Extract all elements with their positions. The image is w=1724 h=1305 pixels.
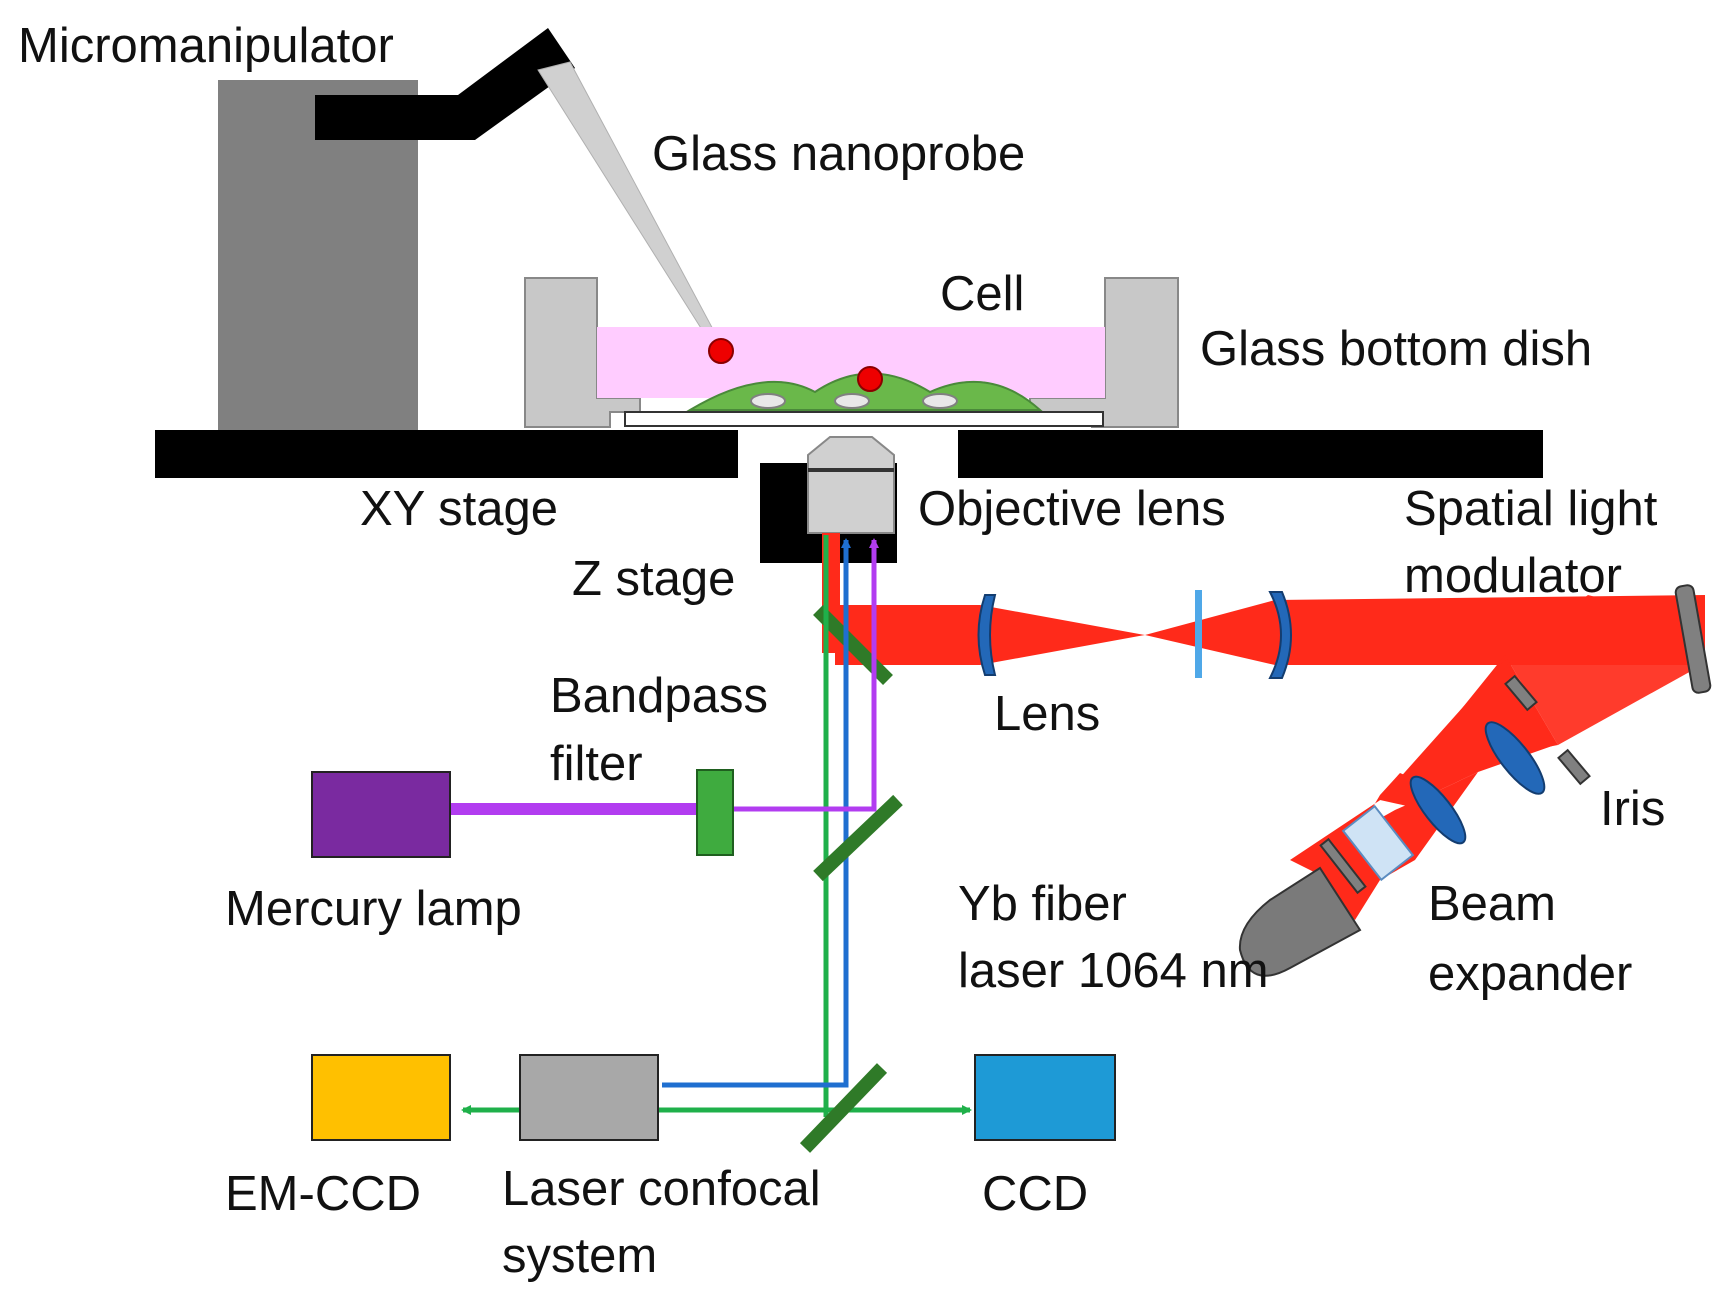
label-laser-confocal-system-line2: system <box>502 1229 657 1283</box>
label-iris: Iris <box>1600 782 1665 836</box>
xy-stage-left <box>155 430 738 478</box>
beam-expander-lens-2 <box>1409 775 1467 845</box>
objective-lens <box>807 436 895 534</box>
label-micromanipulator: Micromanipulator <box>18 19 394 73</box>
label-em-ccd: EM-CCD <box>225 1167 421 1221</box>
cell-nucleus <box>834 393 870 409</box>
label-yb-fiber-laser-line1: Yb fiber <box>958 877 1127 931</box>
label-yb-fiber-laser-line2: laser 1064 nm <box>958 944 1269 998</box>
label-cell: Cell <box>940 267 1024 321</box>
ccd-box <box>974 1054 1116 1141</box>
bandpass-filter <box>696 769 734 856</box>
label-spatial-light-modulator-line2: modulator <box>1404 549 1622 603</box>
mercury-lamp-box <box>311 771 451 858</box>
em-ccd-box <box>311 1054 451 1141</box>
beam-expander-lens-1 <box>1484 721 1546 795</box>
beam-expander-polarizer <box>1341 804 1415 882</box>
iris-upper <box>1504 674 1538 712</box>
trapped-particle <box>857 366 883 392</box>
label-spatial-light-modulator-line1: Spatial light <box>1404 482 1658 536</box>
label-glass-nanoprobe: Glass nanoprobe <box>652 127 1025 181</box>
label-glass-bottom-dish: Glass bottom dish <box>1200 322 1592 376</box>
micromanipulator-arm <box>315 28 575 140</box>
laser-confocal-system-box <box>519 1054 659 1141</box>
cell-nucleus <box>750 393 786 409</box>
cover-glass <box>624 411 1104 427</box>
label-beam-expander-line1: Beam <box>1428 877 1556 931</box>
label-bandpass-filter-line1: Bandpass <box>550 669 768 723</box>
xy-stage-right <box>958 430 1543 478</box>
blue-confocal-line <box>662 538 851 1088</box>
label-ccd: CCD <box>982 1167 1088 1221</box>
dichroic-mirror-middle <box>813 794 903 882</box>
label-laser-confocal-system-line1: Laser confocal <box>502 1162 821 1216</box>
laser-beam-horizontal <box>835 595 1705 665</box>
label-lens: Lens <box>994 687 1100 741</box>
laser-beam-expander-focus <box>1380 660 1555 810</box>
label-z-stage: Z stage <box>572 552 735 606</box>
label-bandpass-filter-line2: filter <box>550 737 643 791</box>
beam-expander-plate <box>1319 837 1367 895</box>
lens-2 <box>1268 591 1292 679</box>
dichroic-mirror-lower <box>799 1063 888 1153</box>
label-mercury-lamp: Mercury lamp <box>225 882 522 936</box>
label-objective-lens: Objective lens <box>918 482 1226 536</box>
lens-flat-filter <box>1195 590 1202 678</box>
iris-lower <box>1557 748 1591 786</box>
cell-nucleus <box>922 393 958 409</box>
label-xy-stage: XY stage <box>360 482 558 536</box>
label-beam-expander-line2: expander <box>1428 947 1632 1001</box>
probe-tip-particle <box>708 338 734 364</box>
spatial-light-modulator <box>1674 584 1712 694</box>
yb-fiber-laser-head <box>1238 866 1362 977</box>
lens-1 <box>977 594 997 676</box>
